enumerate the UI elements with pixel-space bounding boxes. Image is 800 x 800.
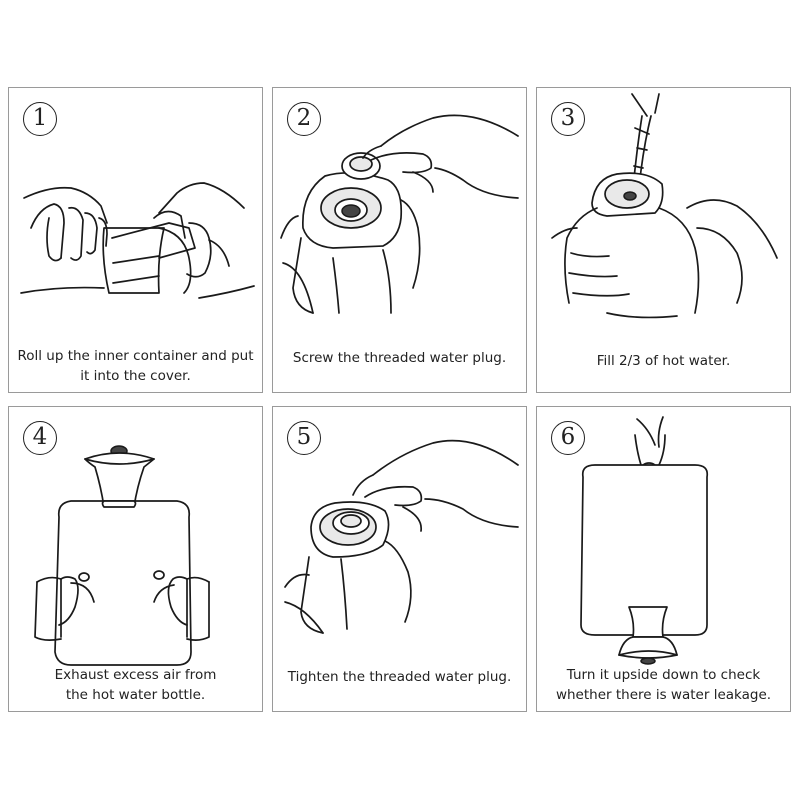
pouring-water-illustration-icon [551, 93, 778, 319]
step-number-badge: 4 [23, 421, 57, 455]
step-number-badge: 5 [287, 421, 321, 455]
caption-line: Fill 2/3 of hot water. [596, 353, 731, 369]
step-number-badge: 3 [551, 102, 585, 136]
step-number-badge: 1 [23, 102, 57, 136]
step-number-badge: 6 [551, 421, 585, 455]
step-caption: Screw the threaded water plug. [279, 348, 520, 368]
step-panel-4: 4 Exhaust excess air from the hot water … [8, 406, 263, 712]
step-panel-2: 2 Screw the threaded water plug. [272, 87, 527, 393]
step-caption: Tighten the threaded water plug. [279, 667, 520, 687]
screwing-plug-illustration-icon [280, 114, 519, 314]
tightening-plug-illustration-icon [284, 439, 519, 634]
caption-line: Roll up the inner container and put [17, 348, 254, 364]
caption-line: whether there is water leakage. [555, 687, 772, 703]
caption-line: it into the cover. [80, 368, 191, 384]
step-caption: Turn it upside down to check whether the… [543, 665, 784, 705]
step-panel-3: 3 Fill 2/3 of hot water. [536, 87, 791, 393]
step-caption: Exhaust excess air from the hot water bo… [15, 665, 256, 705]
caption-line: the hot water bottle. [65, 687, 206, 703]
upside-down-check-illustration-icon [580, 416, 709, 665]
caption-line: Tighten the threaded water plug. [287, 669, 512, 685]
caption-line: Screw the threaded water plug. [292, 350, 507, 366]
step-panel-5: 5 Tighten the threaded water plug. [272, 406, 527, 712]
caption-line: Exhaust excess air from [54, 667, 217, 683]
step-caption: Fill 2/3 of hot water. [543, 351, 784, 371]
squeezing-air-illustration-icon [34, 445, 210, 666]
rolling-bottle-illustration-icon [20, 182, 255, 299]
step-caption: Roll up the inner container and put it i… [15, 346, 256, 386]
step-panel-6: 6 Turn it upside down to check whether t… [536, 406, 791, 712]
step-panel-1: 1 Roll up the inner container and put it… [8, 87, 263, 393]
caption-line: Turn it upside down to check [566, 667, 761, 683]
step-number-badge: 2 [287, 102, 321, 136]
